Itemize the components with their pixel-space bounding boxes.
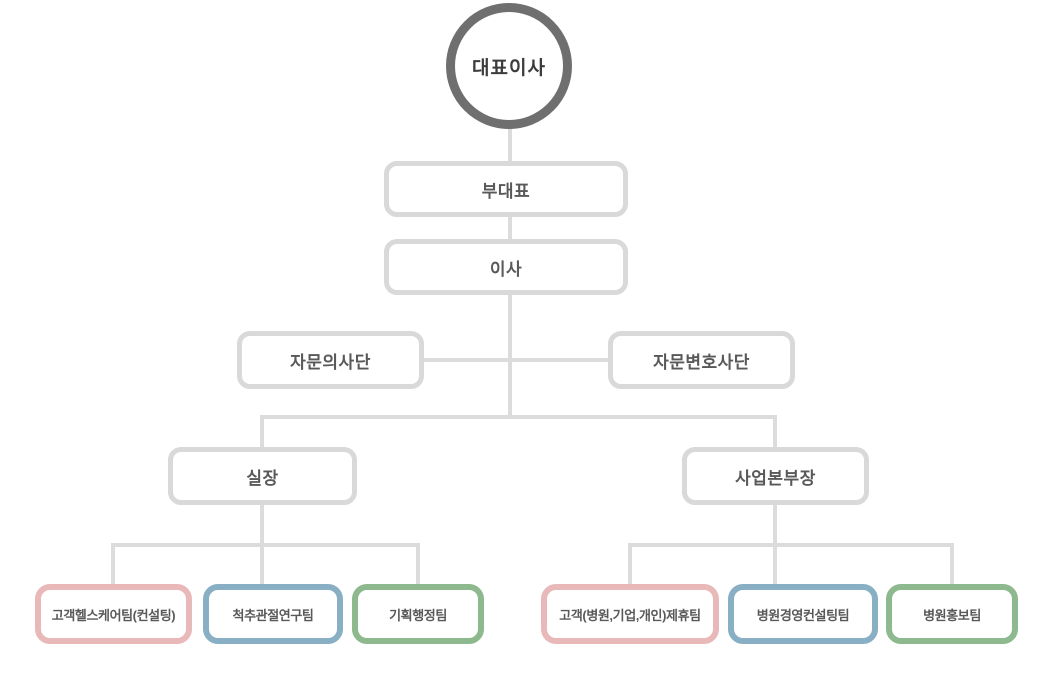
org-node-advisory-legal-group-label: 자문변호사단 [653, 352, 750, 372]
org-node-business-division-head-label: 사업본부장 [735, 468, 816, 488]
org-node-ceo-label: 대표이사 [472, 57, 546, 79]
org-node-director: 이사 [384, 239, 628, 295]
org-node-team-hospital-mgmt-consulting: 병원경영컨설팅팀 [728, 584, 878, 644]
org-node-advisory-medical-group: 자문의사단 [237, 331, 424, 389]
org-node-director-label: 이사 [489, 259, 523, 279]
org-node-team-customer-partnership: 고객(병원,기업,개인)제휴팀 [541, 584, 719, 644]
org-node-vice-president: 부대표 [384, 161, 628, 217]
connector-branch-split [260, 415, 777, 419]
org-node-team-customer-healthcare-label: 고객헬스케어팀(컨설팅) [51, 607, 176, 623]
connector-to-office-head [260, 415, 264, 447]
org-node-office-head: 실장 [168, 447, 357, 505]
connector-right-teams-bar [628, 543, 954, 547]
connector-vp-to-director [508, 217, 512, 239]
connector-right-team-3 [950, 543, 954, 584]
org-node-advisory-legal-group: 자문변호사단 [608, 331, 795, 389]
org-node-ceo: 대표이사 [446, 3, 572, 129]
org-node-team-customer-partnership-label: 고객(병원,기업,개인)제휴팀 [559, 607, 701, 623]
org-node-team-planning-admin-label: 기획행정팀 [389, 607, 447, 623]
org-node-office-head-label: 실장 [246, 468, 279, 488]
connector-advisory-medical [424, 358, 510, 362]
connector-left-team-1 [111, 543, 115, 584]
connector-right-team-1 [628, 543, 632, 584]
connector-left-teams-bar [111, 543, 420, 547]
org-node-vice-president-label: 부대표 [481, 181, 531, 201]
org-node-team-planning-admin: 기획행정팀 [352, 584, 484, 644]
org-node-team-spine-joint-research: 척추관절연구팀 [203, 584, 343, 644]
org-node-team-spine-joint-research-label: 척추관절연구팀 [232, 607, 314, 623]
connector-advisory-legal [510, 358, 608, 362]
org-node-team-hospital-pr-label: 병원홍보팀 [923, 607, 981, 623]
org-node-team-hospital-pr: 병원홍보팀 [886, 584, 1018, 644]
org-node-business-division-head: 사업본부장 [682, 447, 869, 505]
org-node-team-hospital-mgmt-consulting-label: 병원경영컨설팅팀 [756, 607, 850, 623]
org-node-advisory-medical-group-label: 자문의사단 [290, 352, 371, 372]
org-node-team-customer-healthcare: 고객헬스케어팀(컨설팅) [35, 584, 192, 644]
connector-to-business-head [773, 415, 777, 447]
connector-left-team-3 [416, 543, 420, 584]
connector-director-trunk [508, 295, 512, 419]
connector-ceo-to-vp [508, 128, 512, 162]
